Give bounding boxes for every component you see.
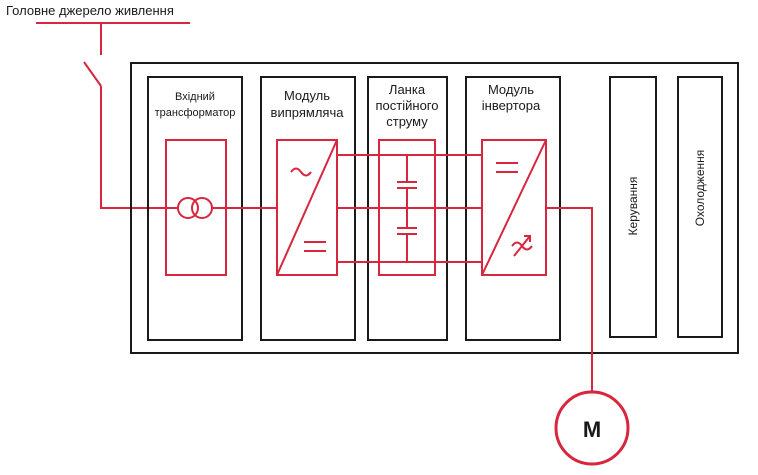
inverter-diagonal	[481, 139, 547, 276]
inverter-label-2: інвертора	[482, 98, 541, 113]
arrow-head-icon	[524, 235, 531, 242]
drive-cabinet	[130, 62, 739, 354]
control-label: Керування	[626, 177, 640, 236]
rectifier-label-2: випрямляча	[271, 105, 345, 120]
motor-circle	[554, 390, 630, 466]
transformer-label-1: Вхідний	[175, 91, 215, 103]
motor-feed-line	[546, 207, 593, 392]
variable-arrow-icon	[513, 235, 531, 257]
panel-control	[609, 76, 657, 338]
rectifier-symbol	[276, 139, 338, 276]
dc-link-label-2: постійного	[376, 98, 439, 113]
rectifier-diagonal	[276, 139, 338, 276]
transformer-symbol	[165, 139, 227, 276]
rectifier-label-1: Модуль	[284, 88, 330, 103]
feed-line	[100, 86, 166, 209]
supply-label: Головне джерело живлення	[6, 3, 174, 18]
cooling-label: Охолодження	[693, 150, 707, 226]
transformer-label-2: трансформатор	[155, 107, 236, 119]
main-switch	[83, 61, 102, 87]
ac-wave-icon	[290, 167, 312, 177]
panel-cooling	[677, 76, 723, 338]
inverter-symbol	[481, 139, 547, 276]
dc-link-label-1: Ланка	[389, 82, 426, 97]
inverter-label-1: Модуль	[488, 82, 534, 97]
dc-link-symbol	[378, 139, 436, 276]
transformer-winding-secondary	[191, 197, 213, 219]
motor-label: M	[583, 417, 601, 442]
dc-link-label-3: струму	[386, 114, 428, 129]
